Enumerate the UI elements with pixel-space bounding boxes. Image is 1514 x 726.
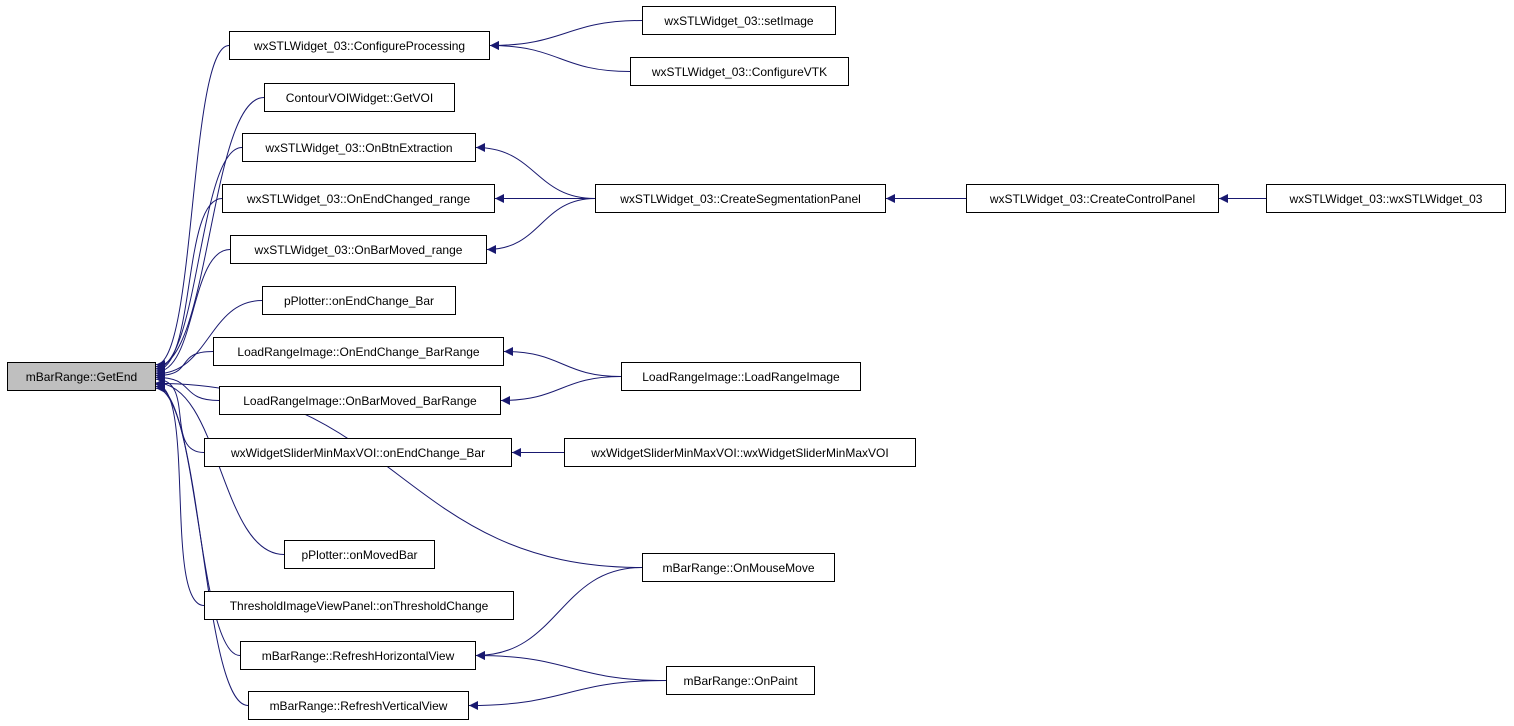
- node-on-bar-moved-range[interactable]: wxSTLWidget_03::OnBarMoved_range: [230, 235, 487, 264]
- node-wsmmv-ctor[interactable]: wxWidgetSliderMinMaxVOI::wxWidgetSliderM…: [564, 438, 916, 467]
- call-edge-set_image-to-configure_processing: [489, 20, 643, 50]
- call-edge-lri_ctor-to-lri_on_bar_moved_barrange: [500, 376, 622, 405]
- node-threshold-on-change[interactable]: ThresholdImageViewPanel::onThresholdChan…: [204, 591, 514, 620]
- node-set-image[interactable]: wxSTLWidget_03::setImage: [642, 6, 836, 35]
- call-edge-on_bar_moved_range-to-getend: [155, 249, 231, 377]
- call-edge-mbr_on_paint-to-mbr_refresh_vertical: [468, 680, 667, 710]
- call-edge-mbr_refresh_vertical-to-getend: [155, 383, 249, 706]
- node-lri-on-end-change-barrange[interactable]: LoadRangeImage::OnEndChange_BarRange: [213, 337, 504, 366]
- node-create-segmentation-panel[interactable]: wxSTLWidget_03::CreateSegmentationPanel: [595, 184, 886, 213]
- node-on-end-changed-range[interactable]: wxSTLWidget_03::OnEndChanged_range: [222, 184, 495, 213]
- node-create-control-panel[interactable]: wxSTLWidget_03::CreateControlPanel: [966, 184, 1219, 213]
- node-mbr-refresh-vertical[interactable]: mBarRange::RefreshVerticalView: [248, 691, 469, 720]
- call-edge-on_end_changed_range-to-getend: [155, 198, 223, 375]
- call-edge-lri_ctor-to-lri_on_end_change_barrange: [503, 347, 622, 377]
- node-pplotter-on-end-change-bar[interactable]: pPlotter::onEndChange_Bar: [262, 286, 456, 315]
- node-pplotter-on-moved-bar[interactable]: pPlotter::onMovedBar: [284, 540, 435, 569]
- node-lri-ctor[interactable]: LoadRangeImage::LoadRangeImage: [621, 362, 861, 391]
- call-edge-lri_on_bar_moved_barrange-to-getend: [155, 372, 220, 401]
- call-edge-wsmmv_on_end_change_bar-to-getend: [155, 374, 205, 453]
- call-edge-create_segmentation_panel-to-on_bar_moved_range: [486, 198, 596, 254]
- call-edge-configure_processing-to-getend: [155, 45, 230, 370]
- node-mbarrange-getend[interactable]: mBarRange::GetEnd: [7, 362, 156, 391]
- call-edge-pplotter_on_end_change_bar-to-getend: [155, 300, 263, 379]
- node-mbr-on-mouse-move[interactable]: mBarRange::OnMouseMove: [642, 553, 835, 582]
- call-edge-create_segmentation_panel-to-on_btn_extraction: [475, 143, 596, 199]
- node-mbr-refresh-horizontal[interactable]: mBarRange::RefreshHorizontalView: [240, 641, 476, 670]
- node-mbr-on-paint[interactable]: mBarRange::OnPaint: [666, 666, 815, 695]
- node-contour-getvoi[interactable]: ContourVOIWidget::GetVOI: [264, 83, 455, 112]
- call-edge-contour_getvoi-to-getend: [155, 97, 265, 371]
- node-configure-processing[interactable]: wxSTLWidget_03::ConfigureProcessing: [229, 31, 490, 60]
- call-edge-configure_vtk-to-configure_processing: [489, 41, 631, 72]
- call-edge-pplotter_on_moved_bar-to-getend: [155, 378, 285, 555]
- call-edge-mbr_on_paint-to-mbr_refresh_horizontal: [475, 651, 667, 681]
- call-edge-mbr_on_mouse_move-to-mbr_refresh_horizontal: [475, 567, 643, 660]
- node-configure-vtk[interactable]: wxSTLWidget_03::ConfigureVTK: [630, 57, 849, 86]
- node-lri-on-bar-moved-barrange[interactable]: LoadRangeImage::OnBarMoved_BarRange: [219, 386, 501, 415]
- node-wsmmv-on-end-change-bar[interactable]: wxWidgetSliderMinMaxVOI::onEndChange_Bar: [204, 438, 512, 467]
- node-on-btn-extraction[interactable]: wxSTLWidget_03::OnBtnExtraction: [242, 133, 476, 162]
- call-edge-lri_on_end_change_barrange-to-getend: [155, 351, 214, 381]
- call-edge-on_btn_extraction-to-getend: [155, 147, 243, 373]
- node-wxstlwidget-ctor[interactable]: wxSTLWidget_03::wxSTLWidget_03: [1266, 184, 1506, 213]
